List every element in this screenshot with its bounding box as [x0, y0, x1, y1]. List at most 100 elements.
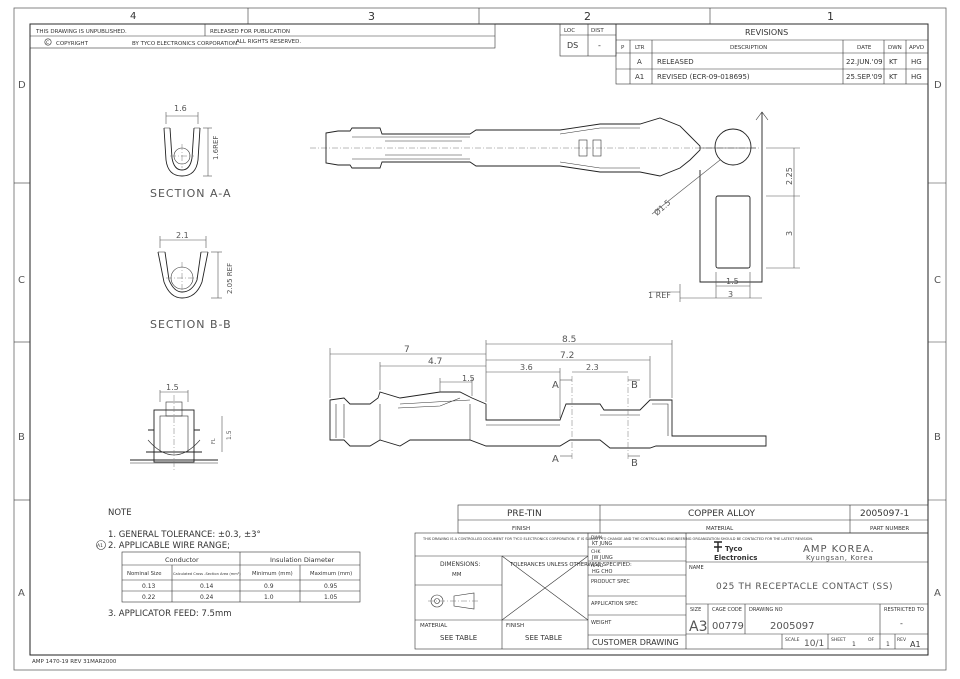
- dwn-label: DWN: [591, 535, 602, 541]
- part-number: 2005097-1: [860, 509, 909, 519]
- zone-4: 4: [130, 11, 136, 22]
- rev-row-2-ltr: A1: [635, 73, 644, 81]
- copyright-text: COPYRIGHT: [56, 41, 89, 47]
- rev-value: A1: [910, 640, 921, 649]
- side-dim-36: 3.6: [520, 363, 533, 372]
- rev-row-2-apvd: HG: [911, 73, 922, 81]
- rev-row-1-desc: RELEASED: [657, 58, 694, 66]
- zone-b-right: B: [934, 432, 941, 443]
- finish-label: FINISH: [512, 526, 530, 532]
- dimensions-label: DIMENSIONS:: [440, 561, 480, 568]
- top-view-dim-3v: 3: [785, 231, 794, 236]
- form-number: AMP 1470-19 REV 31MAR2000: [32, 659, 117, 665]
- zone-3: 3: [368, 10, 375, 23]
- note-2-revision-mark: A1: [97, 543, 103, 549]
- outer-border: [13, 7, 947, 671]
- finish-v: SEE TABLE: [525, 634, 562, 642]
- wire-table-h-min: Minimum (mm): [252, 571, 293, 577]
- section-a-a-view: 1.6 1.6REF SECTION A-A: [150, 104, 232, 200]
- material-v: SEE TABLE: [440, 634, 477, 642]
- copyright-by-text: BY TYCO ELECTRONICS CORPORATION.: [132, 41, 239, 47]
- side-zone-markers: D C B A D C B A: [14, 80, 946, 599]
- zone-2: 2: [584, 10, 591, 23]
- part-number-label: PART NUMBER: [870, 526, 909, 532]
- weight-label: WEIGHT: [591, 620, 612, 626]
- zone-b-left: B: [18, 432, 25, 443]
- section-a-height: 1.6REF: [212, 136, 220, 160]
- top-view: 2.25 3 1.5 3 Ø1.5 1 REF: [310, 111, 800, 302]
- rev-row-2-desc: REVISED (ECR-09-018695): [657, 73, 750, 81]
- cage-code-value: 00779: [712, 621, 744, 632]
- rev-row-2-dwn: KT: [889, 73, 898, 81]
- zone-d-left: D: [18, 80, 26, 91]
- product-spec-label: PRODUCT SPEC: [591, 579, 630, 585]
- drawing-no-value: 2005097: [770, 621, 815, 632]
- dist-value: -: [598, 41, 601, 50]
- side-dim-23: 2.3: [586, 363, 599, 372]
- restricted-label: RESTRICTED TO: [884, 607, 924, 613]
- section-mark-b-top: B: [631, 380, 638, 391]
- rev-label: REV: [897, 637, 907, 643]
- size-label: SIZE: [690, 607, 701, 613]
- rev-row-2-date: 25.SEP.'09: [846, 73, 882, 81]
- released-text: RELEASED FOR PUBLICATION: [210, 29, 290, 35]
- section-mark-a-top: A: [552, 380, 559, 391]
- wire-table-h-max: Maximum (mm): [310, 571, 352, 577]
- rev-header-desc: DESCRIPTION: [730, 45, 767, 51]
- size-value: A3: [689, 619, 707, 635]
- top-zone-markers: 4 3 2 1: [130, 8, 834, 24]
- notes-title: NOTE: [108, 508, 132, 518]
- cage-code-label: CAGE CODE: [712, 607, 742, 613]
- material-l: MATERIAL: [420, 623, 448, 629]
- end-view-height: 1.5: [226, 430, 233, 440]
- zone-a-left: A: [18, 588, 25, 599]
- dist-label: DIST: [591, 28, 604, 34]
- company-name: AMP KOREA.: [803, 544, 875, 555]
- wire-table-h-area: Calculated Cross -Section Area (mm²): [173, 572, 241, 576]
- company-logo-line-1: Tyco: [725, 545, 743, 553]
- unpublished-text: THIS DRAWING IS UNPUBLISHED.: [35, 29, 127, 35]
- wire-table-h-nominal: Nominal Size: [127, 571, 161, 577]
- tyco-logo: Tyco Electronics: [714, 541, 757, 562]
- top-view-dim-15: 1.5: [726, 277, 739, 286]
- company-logo-line-2: Electronics: [714, 554, 757, 562]
- scale-value: 10/1: [804, 639, 824, 649]
- finish-l: FINISH: [506, 623, 524, 629]
- rev-header-date: DATE: [857, 45, 872, 51]
- of-value: 1: [886, 641, 890, 648]
- section-a-label: SECTION A-A: [150, 187, 232, 200]
- zone-1: 1: [827, 10, 834, 23]
- title-block: PRE-TIN FINISH COPPER ALLOY MATERIAL 200…: [414, 504, 929, 650]
- tolerances-label: TOLERANCES UNLESS OTHERWISE SPECIFIED:: [509, 562, 632, 568]
- of-label: OF: [868, 637, 875, 643]
- customer-drawing-label: CUSTOMER DRAWING: [592, 638, 679, 647]
- notes-block: NOTE 1. GENERAL TOLERANCE: ±0.3, ±3° A1 …: [96, 508, 261, 619]
- wire-row-2-max: 1.05: [324, 594, 338, 601]
- zone-d-right: D: [934, 80, 942, 91]
- legal-text: THIS DRAWING IS A CONTROLLED DOCUMENT FO…: [422, 537, 813, 541]
- end-view-width: 1.5: [166, 383, 179, 392]
- section-b-label: SECTION B-B: [150, 318, 232, 331]
- top-view-dim-225: 2.25: [785, 167, 794, 185]
- material-label: MATERIAL: [706, 526, 734, 532]
- revisions-title: REVISIONS: [745, 28, 788, 37]
- zone-a-right: A: [934, 588, 941, 599]
- wire-row-2-nominal: 0.22: [142, 594, 156, 601]
- rev-header-dwn: DWN: [888, 45, 902, 51]
- drawing-no-label: DRAWING NO: [749, 607, 783, 613]
- dwn-value: KT JUNG: [592, 541, 612, 547]
- loc-dist-box: LOC DIST DS -: [559, 23, 617, 57]
- rev-row-1-ltr: A: [637, 58, 642, 66]
- apvd-label: APVD: [591, 563, 604, 569]
- side-dim-15: 1.5: [462, 374, 475, 383]
- end-view: 1.5 1.5 FL: [130, 383, 233, 470]
- publication-header: THIS DRAWING IS UNPUBLISHED. RELEASED FO…: [29, 23, 496, 49]
- section-b-b-view: 2.1 2.05 REF SECTION B-B: [150, 231, 234, 331]
- rev-row-1-apvd: HG: [911, 58, 922, 66]
- apvd-value: HG CHO: [592, 569, 612, 575]
- chk-value: JW JUNG: [591, 555, 613, 561]
- section-a-width: 1.6: [174, 104, 187, 113]
- wire-row-1-nominal: 0.13: [142, 583, 156, 590]
- revisions-table: REVISIONS P LTR DESCRIPTION DATE DWN APV…: [615, 23, 929, 85]
